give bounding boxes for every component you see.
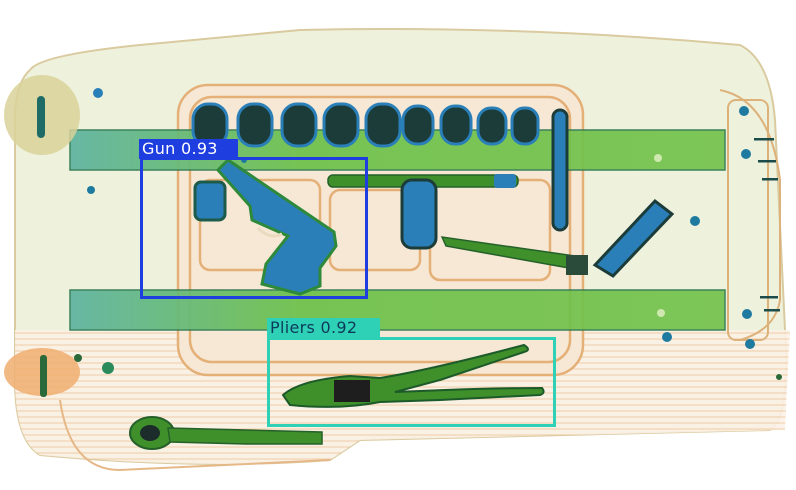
- extension-bar-universal-joint: [440, 198, 675, 278]
- gun-silhouette: [215, 158, 338, 296]
- large-socket: [400, 178, 438, 250]
- ratchet-wrench: [129, 416, 323, 450]
- bag-handle-left-top: [4, 75, 103, 155]
- detection-box-pliers[interactable]: [267, 337, 556, 427]
- detection-label-text: Gun 0.93: [142, 139, 218, 158]
- pliers-silhouette: [281, 343, 545, 408]
- detection-label-gun: Gun 0.93: [139, 139, 238, 159]
- detection-label-pliers: Pliers 0.92: [267, 318, 380, 338]
- small-socket: [193, 180, 227, 222]
- detection-label-text: Pliers 0.92: [270, 318, 358, 337]
- rivets: [87, 106, 782, 380]
- bag-handle-left-bottom: [4, 348, 114, 397]
- detection-box-gun[interactable]: [140, 157, 368, 299]
- socket-row: [191, 102, 569, 232]
